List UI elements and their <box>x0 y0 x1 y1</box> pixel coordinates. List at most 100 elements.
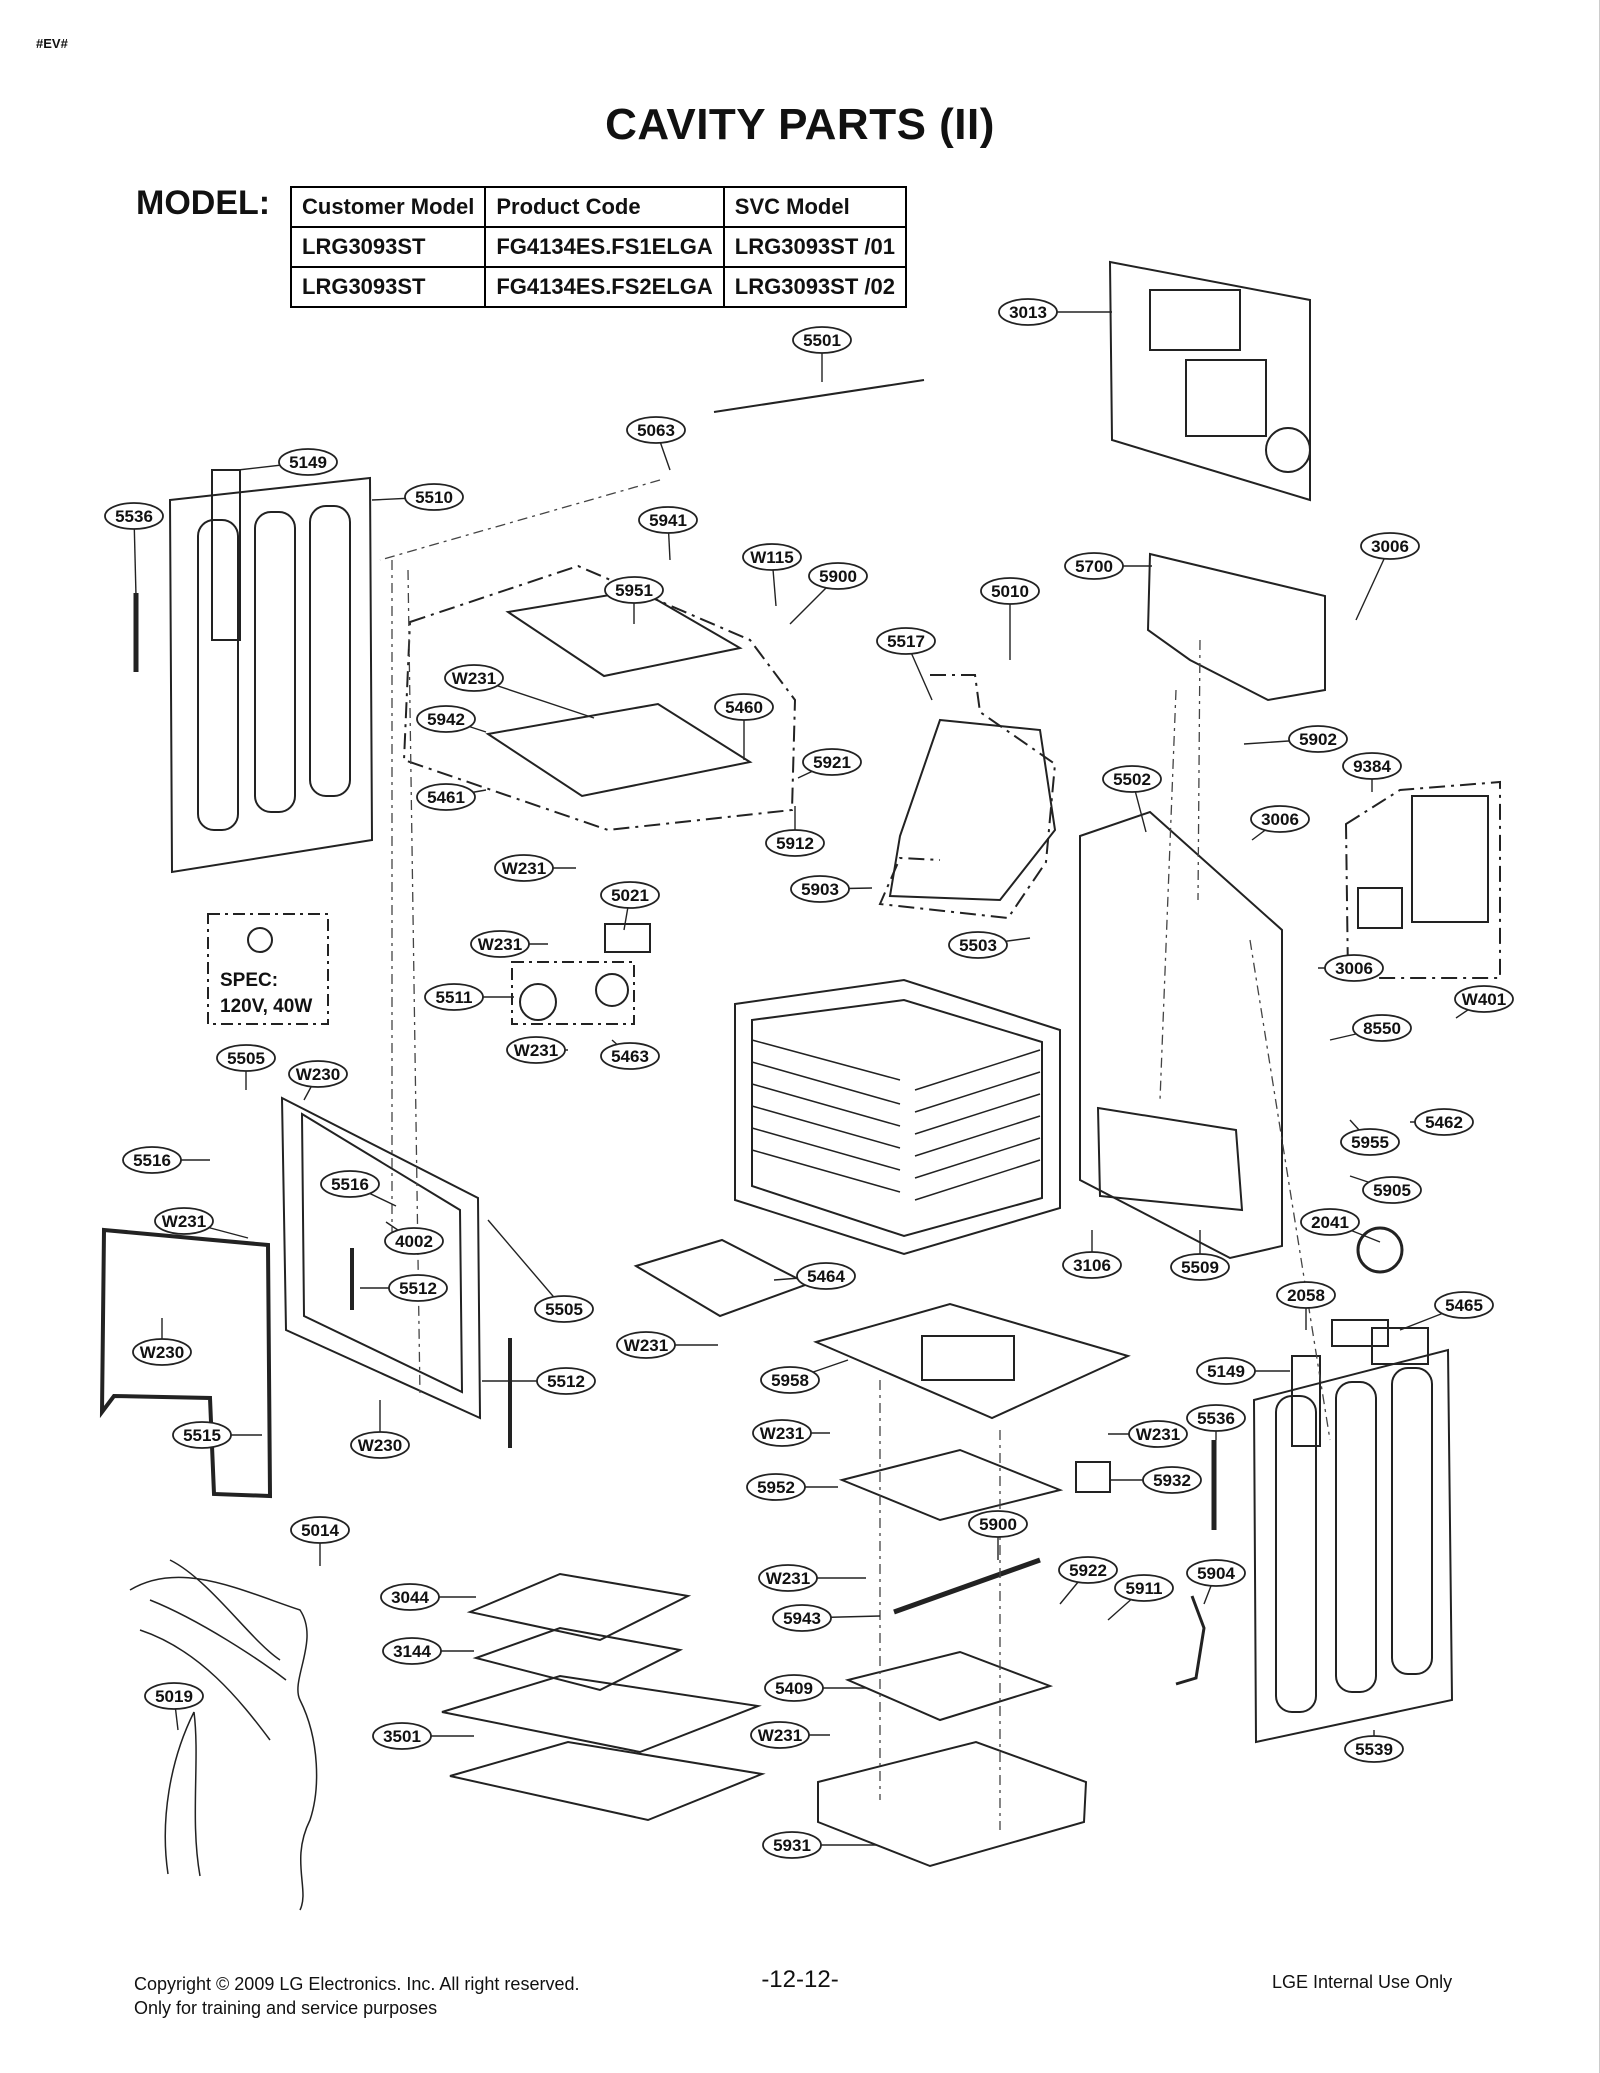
part-number-label: 5700 <box>1075 557 1113 576</box>
callout-bubble <box>1186 1404 1246 1432</box>
part-number-label: 3006 <box>1335 959 1373 978</box>
part-number-label: 5943 <box>783 1609 821 1628</box>
callout-bubble <box>384 1227 444 1255</box>
terminal-block-drawing <box>1331 1319 1389 1347</box>
callout-bubble <box>350 1431 410 1459</box>
motor-drawing <box>604 923 651 953</box>
callout-bubble <box>1062 1251 1122 1279</box>
part-number-label: 5951 <box>615 581 653 600</box>
header-product-code: Product Code <box>484 186 725 228</box>
part-number-label: 5515 <box>183 1426 221 1445</box>
part-number-label: W231 <box>760 1424 804 1443</box>
callout-bubble <box>790 875 850 903</box>
lamp-cover-drawing <box>595 973 629 1007</box>
part-number-label: 5536 <box>1197 1409 1235 1428</box>
callout-bubble <box>792 326 852 354</box>
callout-bubble <box>1250 805 1310 833</box>
broil-pan-drawing <box>466 1572 692 1642</box>
fan-bracket-drawing <box>1146 552 1326 702</box>
part-number-label: 5941 <box>649 511 687 530</box>
callout-bubble <box>600 881 660 909</box>
footer-internal-use: LGE Internal Use Only <box>1272 1972 1453 1992</box>
callout-bubble <box>154 1207 214 1235</box>
callout-bubble <box>1300 1208 1360 1236</box>
callout-bubble <box>1196 1357 1256 1385</box>
part-number-label: W231 <box>452 669 496 688</box>
left-panel-rib <box>254 511 296 813</box>
callout-bubble <box>760 1366 820 1394</box>
model-table-header: Customer Model Product Code SVC Model <box>289 186 907 228</box>
callout-bubble <box>802 748 862 776</box>
cell-svc-model: LRG3093ST /01 <box>722 226 907 268</box>
part-number-label: 3144 <box>393 1642 431 1661</box>
part-number-label: 5539 <box>1355 1740 1393 1759</box>
callout-bubble <box>424 983 484 1011</box>
rack-guides <box>751 1039 901 1193</box>
gasket-drawing <box>99 1227 273 1499</box>
part-number-label: W115 <box>750 548 793 567</box>
callout-bubble <box>1128 1420 1188 1448</box>
kit-bag-drawing <box>1411 795 1489 923</box>
callout-bubble <box>604 576 664 604</box>
bottom-duct-drawing <box>1096 1106 1244 1212</box>
part-number-label: W231 <box>1136 1425 1180 1444</box>
callout-bubble <box>382 1637 442 1665</box>
lamp-socket-drawing <box>519 983 557 1021</box>
part-number-label: 5409 <box>775 1679 813 1698</box>
callout-bubble <box>470 930 530 958</box>
callout-bubble <box>278 448 338 476</box>
callout-bubble <box>746 1473 806 1501</box>
footer-purpose: Only for training and service purposes <box>134 1998 438 2018</box>
callout-bubble <box>808 562 868 590</box>
part-number-label: 5503 <box>959 936 997 955</box>
callout-bubble <box>772 1604 832 1632</box>
callout-bubble <box>1360 532 1420 560</box>
part-number-label: 5010 <box>991 582 1029 601</box>
callout-bubble <box>1352 1014 1412 1042</box>
part-number-label: 3013 <box>1009 303 1047 322</box>
part-number-label: 5505 <box>545 1300 583 1319</box>
part-number-label: W231 <box>624 1336 668 1355</box>
part-number-label: 5932 <box>1153 1471 1191 1490</box>
part-number-label: 5502 <box>1113 770 1151 789</box>
top-frame-drawing <box>485 702 753 798</box>
callout-leader-line <box>487 1219 565 1310</box>
oven-cavity-inner <box>751 998 1043 1238</box>
bracket-drawing <box>1371 1327 1429 1365</box>
part-number-label: 5509 <box>1181 1258 1219 1277</box>
part-number-label: 3501 <box>383 1727 421 1746</box>
callout-bubble <box>1340 1128 1400 1156</box>
document-tag: #EV# <box>36 36 68 51</box>
callout-bubble <box>1276 1281 1336 1309</box>
back-panel-window <box>1149 289 1241 351</box>
bracket-drawing <box>1291 1355 1321 1447</box>
callout-bubble <box>1058 1556 1118 1584</box>
callout-bubble <box>172 1421 232 1449</box>
bottom-plate-drawing <box>633 1238 811 1318</box>
part-number-label: 5902 <box>1299 730 1337 749</box>
right-side-panel-drawing <box>1252 1348 1454 1744</box>
callout-bubble <box>638 506 698 534</box>
harness-coil-drawing <box>1356 1226 1404 1274</box>
part-number-label: W231 <box>502 859 546 878</box>
callout-bubble <box>534 1295 594 1323</box>
callout-bubble <box>1434 1291 1494 1319</box>
part-number-label: 5921 <box>813 753 851 772</box>
heater-cover-drawing <box>844 1650 1054 1722</box>
part-number-label: W231 <box>766 1569 810 1588</box>
part-drawings <box>99 260 1501 1911</box>
callout-bubble <box>494 854 554 882</box>
part-number-label: 3006 <box>1261 810 1299 829</box>
part-number-label: 5536 <box>115 507 153 526</box>
part-number-label: 5021 <box>611 886 649 905</box>
part-number-label: W230 <box>358 1436 402 1455</box>
callout-bubble <box>796 1262 856 1290</box>
kit-group <box>1344 780 1501 979</box>
model-table: Customer Model Product Code SVC Model LR… <box>289 186 907 308</box>
bracket-plate-drawing <box>838 1448 1064 1522</box>
callout-bubble <box>132 1338 192 1366</box>
cell-customer-model: LRG3093ST <box>289 266 487 308</box>
part-number-label: 5955 <box>1351 1133 1389 1152</box>
